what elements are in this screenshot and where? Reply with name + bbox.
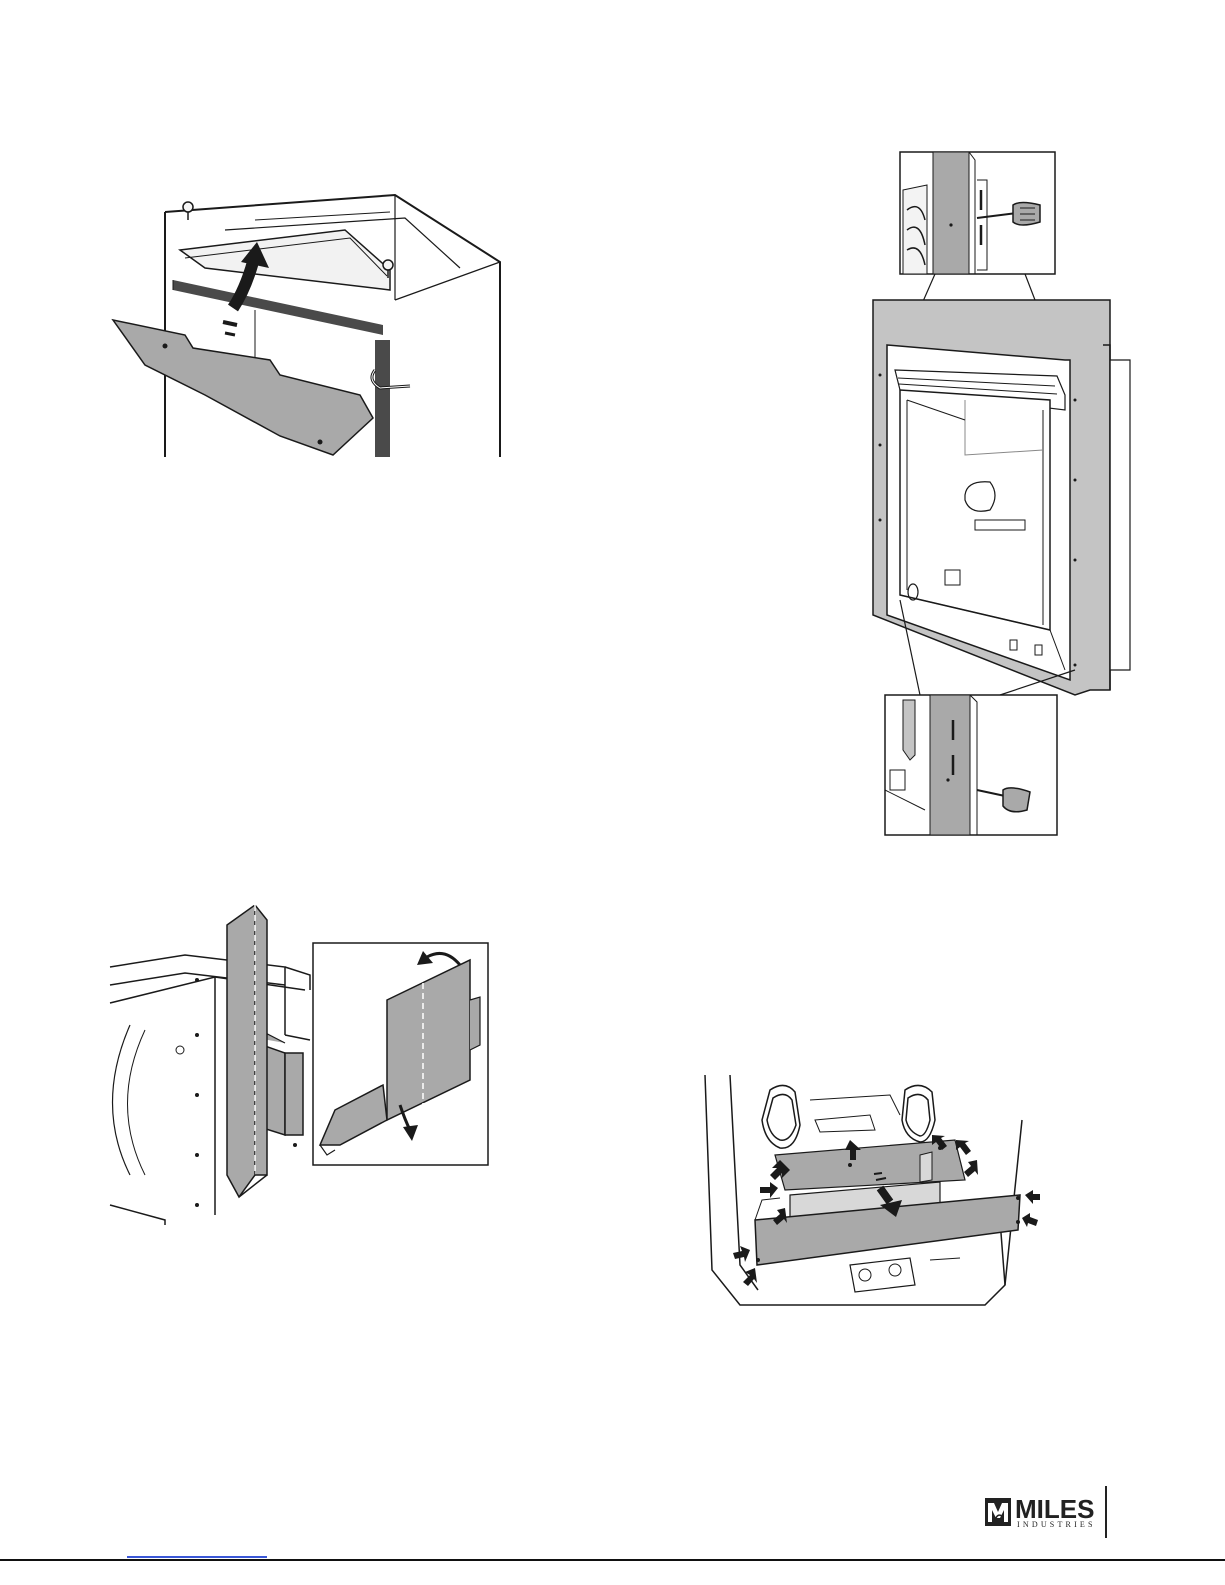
top-detail-inset (900, 152, 1055, 274)
footer-rule (0, 1559, 1225, 1561)
logo-mark-icon (985, 1498, 1011, 1526)
screwdriver-icon (1003, 788, 1030, 812)
heat-shield-bracket-illustration (105, 905, 495, 1225)
fold-detail-inset (313, 943, 488, 1165)
baffle-removal-illustration (105, 190, 505, 480)
miles-industries-logo: MILES INDUSTRIES (985, 1498, 1093, 1540)
brand-subtitle: INDUSTRIES (1017, 1520, 1096, 1529)
bottom-panel-removal-illustration (700, 1070, 1040, 1310)
angle-strip (227, 905, 255, 1197)
firebox-frame-illustration (865, 150, 1135, 840)
bottom-detail-inset (885, 695, 1057, 835)
footer-link-underline[interactable] (127, 1556, 267, 1558)
footer-divider (1105, 1486, 1107, 1538)
baffle-plate (113, 320, 373, 455)
